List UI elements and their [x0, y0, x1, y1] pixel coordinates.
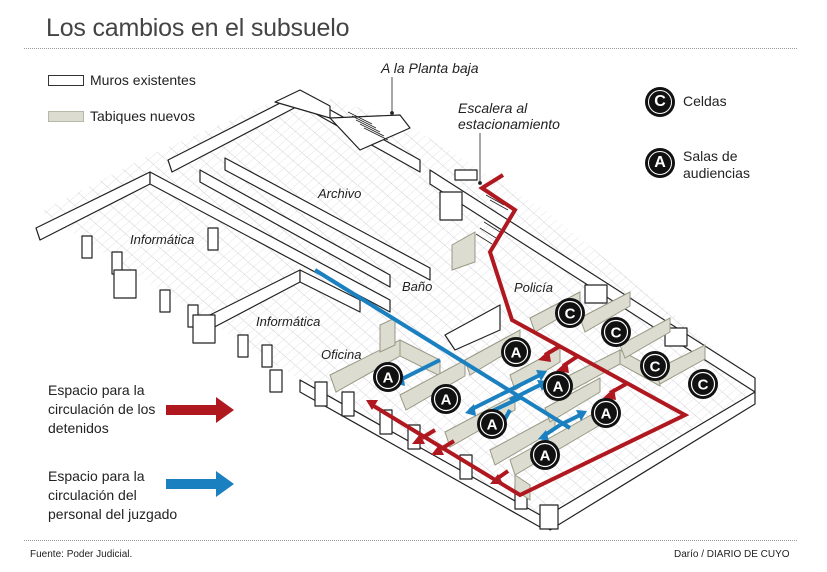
legend-staff-circulation: Espacio para la circulación del personal… [48, 467, 177, 524]
legend-hearing-rooms: A Salas de audiencias [645, 148, 750, 182]
blue-arrow-icon [166, 471, 234, 497]
cell-marker: C [688, 369, 718, 399]
cell-marker: C [640, 351, 670, 381]
cell-marker-label: C [565, 306, 576, 323]
hearing-room-marker-label: A [383, 370, 394, 387]
room-label-archivo: Archivo [317, 186, 361, 201]
detainee-legend-line3: detenidos [48, 420, 109, 436]
hearing-room-marker: A [431, 384, 461, 414]
detainee-legend-line1: Espacio para la [48, 382, 145, 398]
new-partition-swatch [48, 110, 84, 122]
annotation-parking-stairs-line1: Escalera al [458, 100, 528, 116]
staff-legend-line3: personal del juzgado [48, 506, 178, 522]
room-label-oficina: Oficina [321, 347, 361, 362]
staff-legend-line2: circulación del [48, 487, 137, 503]
legend-hearing-rooms-label-line2: audiencias [683, 165, 750, 181]
room-label-informatica-1: Informática [130, 232, 194, 247]
hearing-room-badge-icon: A [645, 148, 675, 178]
hearing-room-marker-label: A [553, 379, 564, 396]
room-label-informatica-2: Informática [256, 314, 320, 329]
hearing-room-marker: A [501, 337, 531, 367]
legend-cells-label: Celdas [683, 93, 727, 109]
hearing-room-marker: A [530, 440, 560, 470]
cell-badge-icon: C [645, 87, 675, 117]
legend-existing-walls-label: Muros existentes [90, 72, 196, 88]
detainee-legend-line2: circulación de los [48, 401, 156, 417]
room-label-bano: Baño [402, 279, 432, 294]
hearing-room-marker: A [591, 398, 621, 428]
floor-slab [40, 90, 755, 520]
annotation-leaders [390, 77, 482, 185]
title-divider [24, 48, 797, 49]
footer-divider [24, 540, 797, 541]
cell-marker-label: C [650, 359, 661, 376]
source-text: Fuente: Poder Judicial. [30, 549, 133, 560]
legend-new-partitions: Tabiques nuevos [48, 108, 195, 124]
hearing-room-marker-label: A [601, 406, 612, 423]
hearing-room-marker-label: A [441, 392, 452, 409]
credit-text: Darío / DIARIO DE CUYO [674, 549, 790, 560]
annotation-ground-floor: A la Planta baja [381, 60, 479, 76]
legend-detainee-circulation: Espacio para la circulación de los deten… [48, 381, 155, 438]
legend-hearing-rooms-label-line1: Salas de [683, 148, 738, 164]
legend-new-partitions-label: Tabiques nuevos [90, 108, 196, 124]
annotation-parking-stairs-line2: estacionamiento [458, 116, 560, 132]
legend-existing-walls: Muros existentes [48, 72, 196, 88]
detainee-arrowheads [366, 350, 616, 484]
hearing-room-marker: A [477, 409, 507, 439]
cell-marker: C [555, 298, 585, 328]
hearing-room-marker: A [543, 371, 573, 401]
hearing-room-marker-label: A [487, 417, 498, 434]
staff-legend-line1: Espacio para la [48, 468, 145, 484]
red-arrow-icon [166, 397, 234, 423]
room-markers: C C C C A A A A A A A [373, 298, 718, 470]
staff-circulation-path [313, 268, 581, 437]
legend-cells: C Celdas [645, 87, 727, 117]
cell-marker-label: C [698, 377, 709, 394]
annotation-parking-stairs: Escalera al estacionamiento [458, 100, 560, 132]
hearing-room-marker-label: A [511, 345, 522, 362]
room-label-policia: Policía [514, 280, 553, 295]
existing-wall-swatch [48, 74, 84, 86]
page-title: Los cambios en el subsuelo [46, 14, 350, 42]
cell-marker: C [601, 317, 631, 347]
hearing-room-marker: A [373, 362, 403, 392]
cell-marker-label: C [611, 325, 622, 342]
hearing-room-marker-label: A [540, 448, 551, 465]
